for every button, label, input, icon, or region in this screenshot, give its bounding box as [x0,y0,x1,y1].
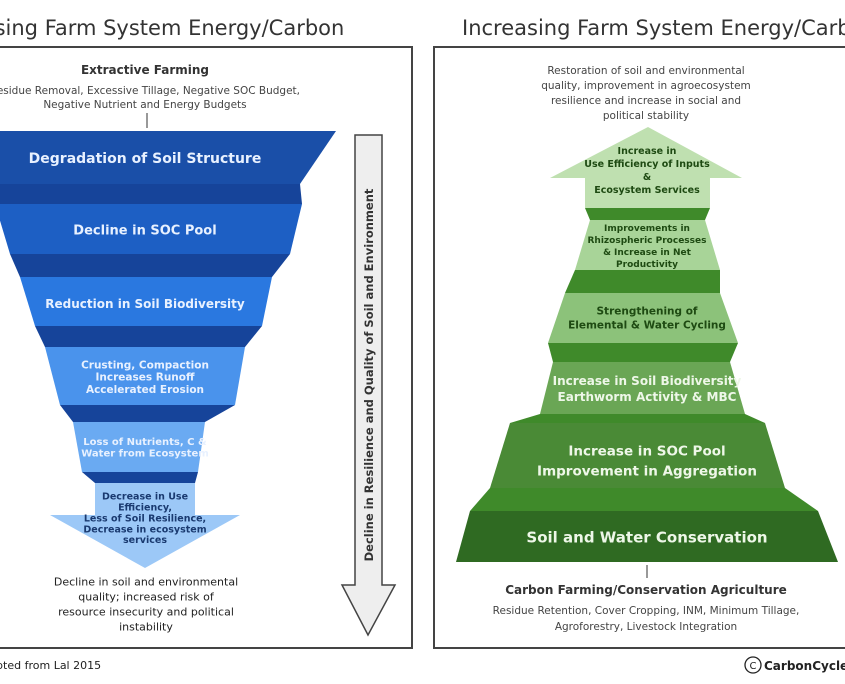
pyramid-level-label: Increase in Soil Biodiversity [553,374,742,388]
pyramid-level-label: Soil and Water Conservation [526,528,767,546]
pyramid-connector [470,488,818,511]
funnel-connector [10,254,290,277]
right-subtitle-2: Agroforestry, Livestock Integration [555,621,737,633]
left-outcome-text: quality; increased risk of [78,590,215,603]
left-subtitle-2: Negative Nutrient and Energy Budgets [43,99,246,111]
pyramid-level [490,423,785,488]
right-outcome-text: quality, improvement in agroecosystem [541,80,751,92]
pyramid-connector [585,208,710,220]
funnel-connector [0,184,302,204]
pyramid-level [575,220,720,270]
funnel-level [20,277,272,326]
pyramid-level-label: Elemental & Water Cycling [568,320,726,332]
funnel-level-label: Reduction in Soil Biodiversity [45,297,245,311]
right-heading: Carbon Farming/Conservation Agriculture [505,583,787,597]
pyramid-level [550,127,742,208]
funnel-level-label: Crusting, Compaction [81,360,209,372]
funnel-level-label: Efficiency, [118,502,172,513]
funnel-level-label: Water from Ecosystem [81,448,209,459]
left-outcome-text: Decline in soil and environmental [54,575,238,588]
decline-arrow: Decline in Resilience and Quality of Soi… [340,134,397,637]
pyramid-level-label: Improvements in [604,224,690,234]
funnel-level-label: Degradation of Soil Structure [29,151,262,167]
side-arrow-label: Decline in Resilience and Quality of Soi… [362,188,376,561]
funnel-connector [60,405,235,422]
pyramid-level-label: Improvement in Aggregation [537,464,757,480]
pyramid-level-label: Increase in SOC Pool [568,444,725,460]
left-outcome-text: instability [119,620,173,633]
left-title: Decreasing Farm System Energy/Carbon [0,16,344,40]
pyramid-connector [565,270,720,293]
left-heading: Extractive Farming [81,63,209,77]
source-citation: Adapted from Lal 2015 [0,659,101,672]
funnel-level-label: Accelerated Erosion [86,384,204,396]
pyramid-level-label: Productivity [616,260,678,270]
right-outcome-text: resilience and increase in social and [551,95,741,107]
left-outcome-text: resource insecurity and political [58,605,234,618]
left-subtitle-1: Residue Removal, Excessive Tillage, Nega… [0,85,300,97]
pyramid-level [540,362,745,414]
pyramid-level-label: Strengthening of [597,306,698,318]
pyramid-level-label: Increase in [618,146,677,157]
pyramid-connector [548,343,738,362]
copyright-icon [744,656,762,674]
funnel-level [0,131,336,184]
pyramid-level-label: Use Efficiency of Inputs [584,159,710,170]
left-panel [0,46,413,649]
right-title: Increasing Farm System Energy/Carbon [462,16,845,40]
funnel-level-label: Less of Soil Resilience, [84,513,206,524]
pyramid-connector [510,414,765,423]
funnel-level-label: Decrease in Use [102,491,188,502]
pyramid-level-label: Earthworm Activity & MBC [558,390,737,404]
funnel-level-label: Decline in SOC Pool [73,224,216,239]
right-subtitle-1: Residue Retention, Cover Cropping, INM, … [493,605,800,617]
pyramid-level [548,293,738,343]
funnel-level-label: Loss of Nutrients, C & [83,437,207,448]
copyright-symbol: C [750,661,757,672]
funnel-level [50,483,240,568]
right-outcome-text: Restoration of soil and environmental [547,65,744,77]
pyramid-level-label: & Increase in Net [603,248,692,258]
funnel-level [0,204,302,254]
pyramid-level-label: & [643,172,651,183]
funnel-connector [35,326,262,347]
right-outcome-text: political stability [603,110,689,122]
funnel-level [73,422,205,472]
funnel-level-label: services [123,535,167,546]
pyramid-level-label: Rhizospheric Processes [588,236,707,246]
pyramid-level-label: Ecosystem Services [594,185,700,196]
pyramid-level [456,511,838,562]
funnel-level-label: Decrease in ecosystem [83,524,206,535]
right-panel [433,46,845,649]
brand-name: CarbonCycle [764,659,845,673]
funnel-level [45,347,245,405]
funnel-connector [82,472,198,483]
funnel-level-label: Increases Runoff [95,372,195,384]
